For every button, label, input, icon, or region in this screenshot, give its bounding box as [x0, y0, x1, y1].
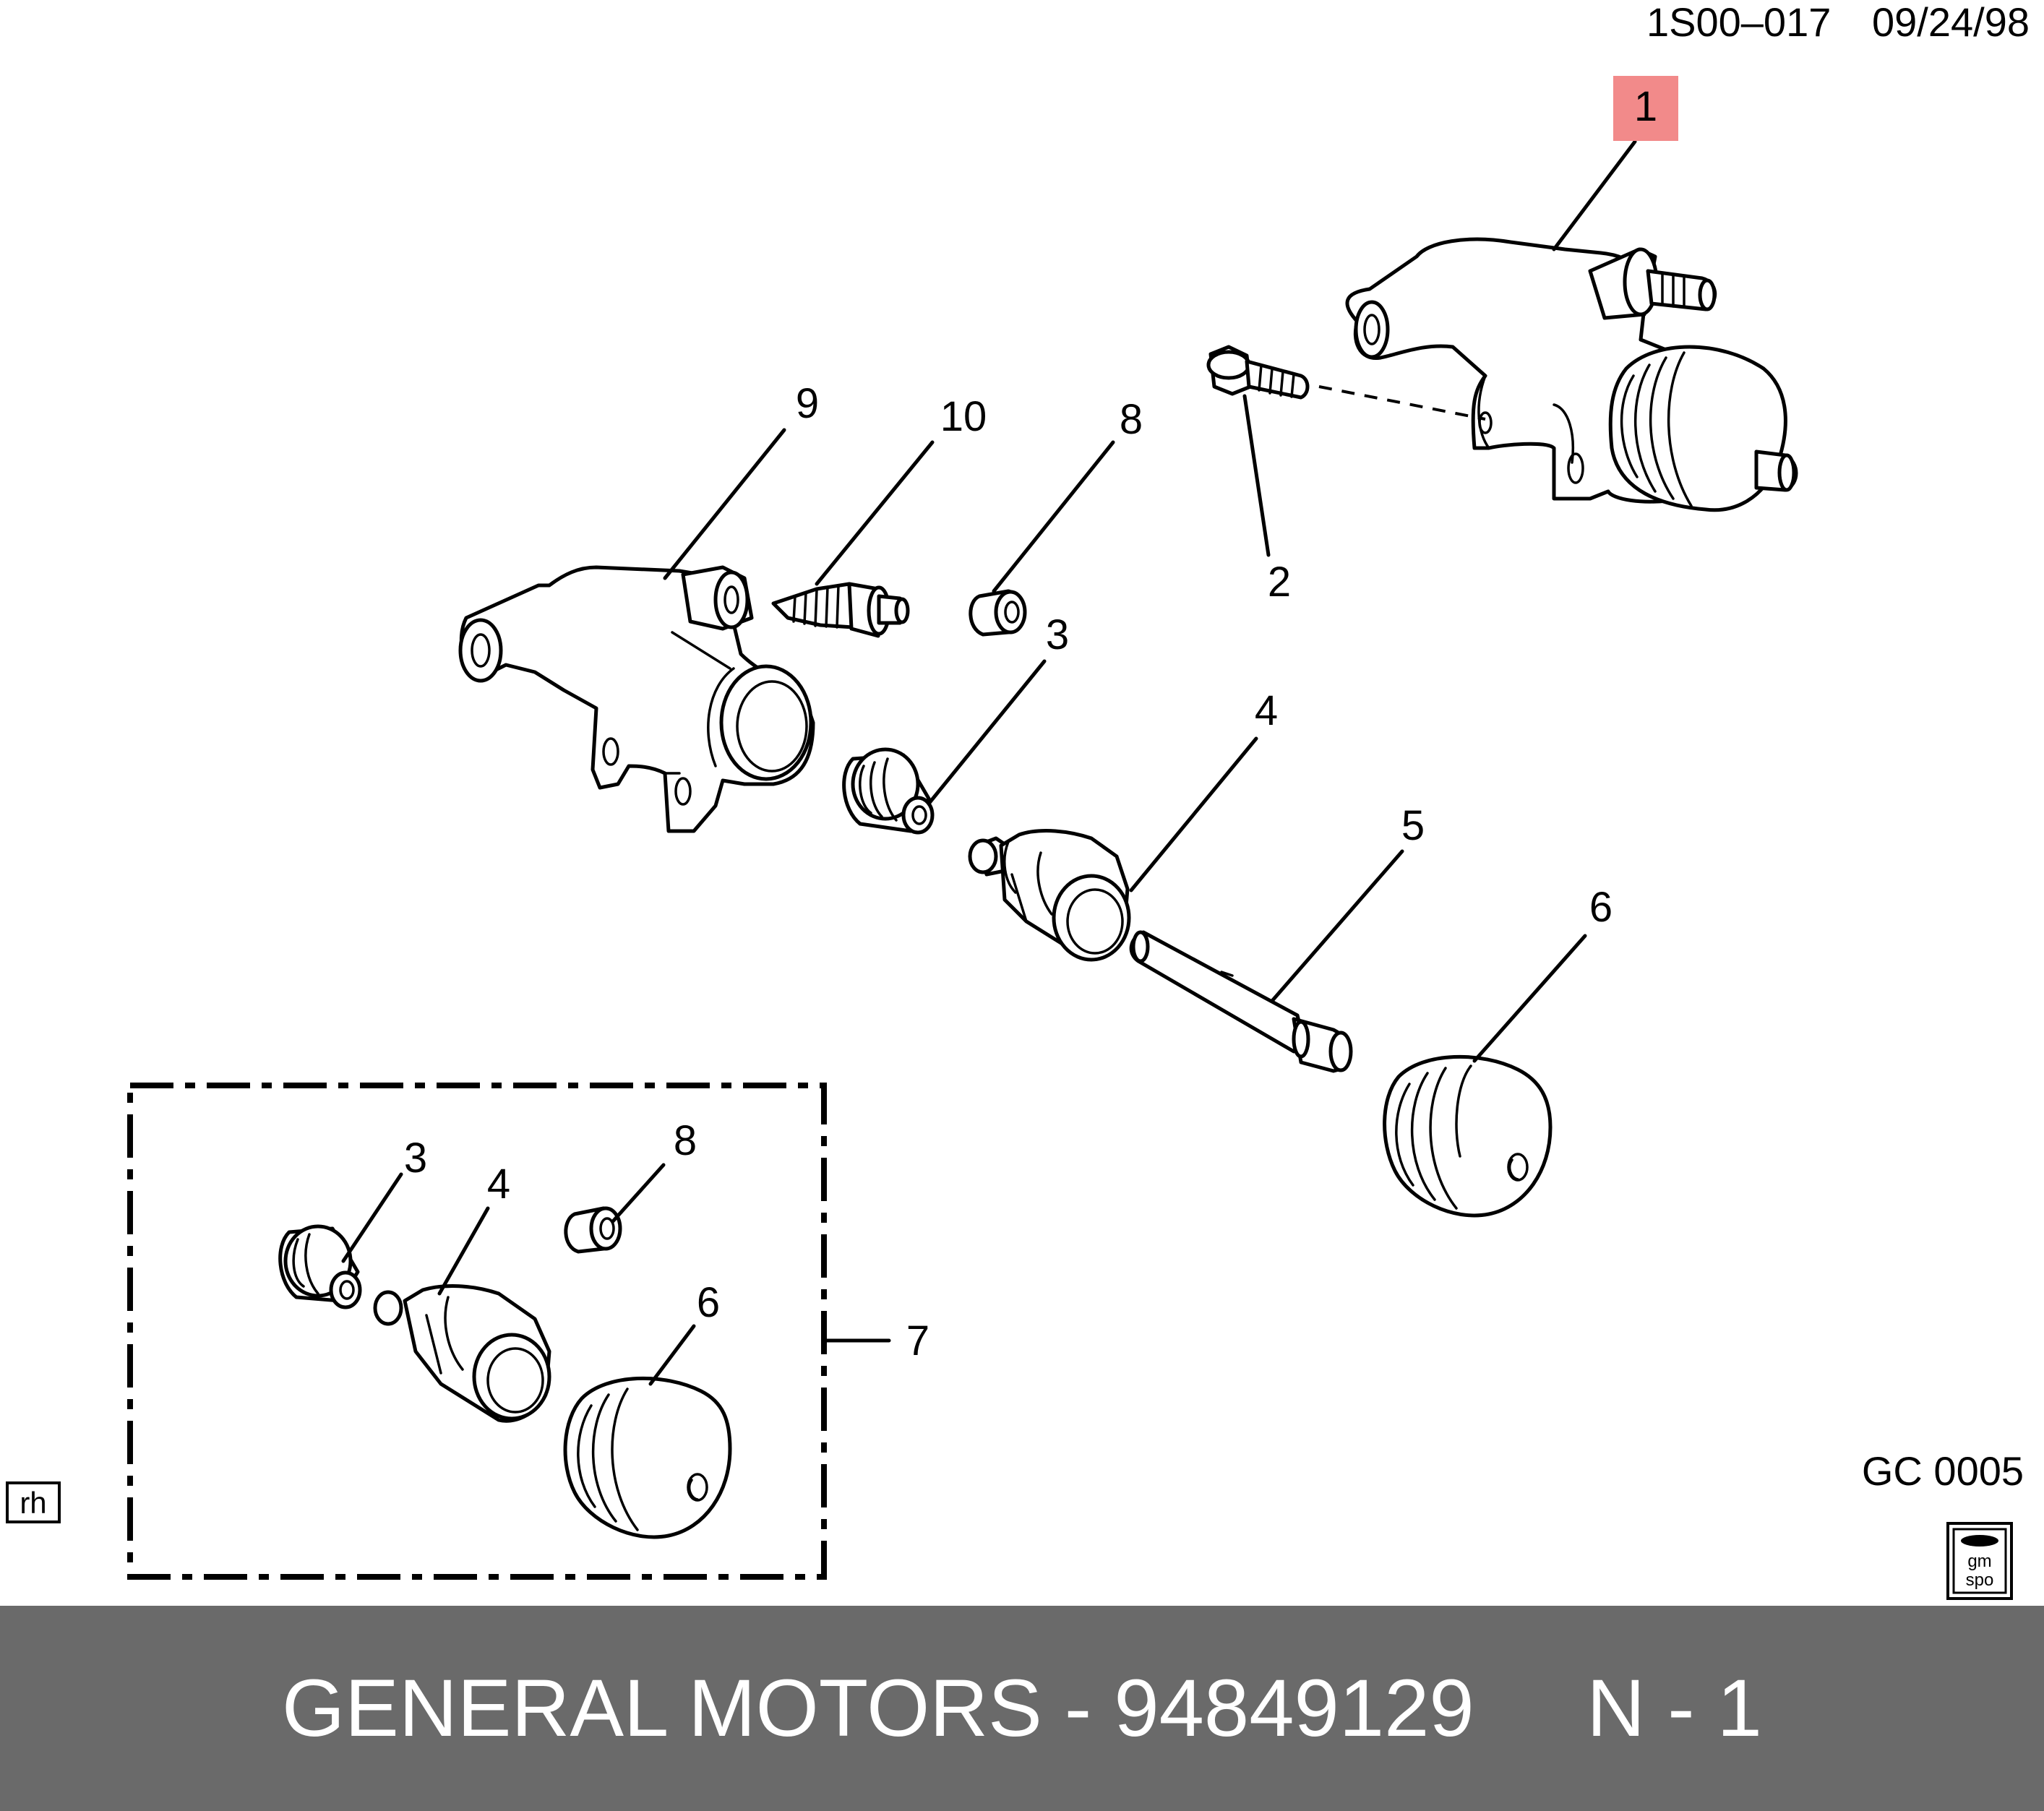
callout-4b: 4: [487, 1161, 510, 1208]
footer-part-number: GENERAL MOTORS - 94849129 N - 1: [282, 1663, 1762, 1753]
bolt-dashed-line: [1318, 385, 1486, 421]
leader-6b: [648, 1324, 696, 1386]
callout-7: 7: [906, 1317, 929, 1364]
part-3-cup-seal: [842, 747, 935, 835]
footer-bar: GENERAL MOTORS - 94849129 N - 1: [0, 1606, 2044, 1811]
leader-2: [1242, 394, 1271, 557]
callout-4a: 4: [1255, 687, 1278, 734]
callout-3a: 3: [1046, 611, 1069, 658]
logo-bottom-text: spo: [1966, 1570, 1994, 1590]
part-1-slave-cylinder-assembly: [1345, 237, 1798, 512]
callout-2: 2: [1268, 559, 1291, 606]
leader-4b: [437, 1206, 490, 1296]
kit-part-6-boot: [563, 1376, 732, 1539]
part-5-push-rod: [1129, 930, 1353, 1073]
exploded-parts-diagram: 1S00–017 09/24/98 1 2: [6, 0, 2030, 1600]
leader-8a: [992, 440, 1115, 593]
part-10-bleeder-screw: [771, 582, 910, 638]
callout-10: 10: [940, 393, 987, 440]
leader-6a: [1472, 934, 1587, 1063]
figure-code: GC 0005: [1862, 1448, 2024, 1494]
callout-8a: 8: [1120, 396, 1143, 443]
part-4-piston: [968, 829, 1131, 962]
callout-6b: 6: [697, 1279, 720, 1326]
callout-1: 1: [1634, 83, 1657, 130]
leader-4a: [1129, 736, 1258, 892]
logo-top-text: gm: [1967, 1552, 1991, 1571]
leader-10: [815, 440, 935, 586]
view-label: rh: [20, 1486, 46, 1520]
kit-part-8-dust-cap: [564, 1206, 622, 1254]
kit-part-3-cup-seal: [278, 1224, 362, 1309]
callout-8b: 8: [674, 1117, 697, 1164]
part-9-cylinder-body: [458, 565, 815, 833]
leader-9: [663, 428, 786, 580]
callout-6a: 6: [1589, 884, 1613, 931]
leader-3a: [927, 659, 1047, 806]
leader-8b: [611, 1163, 666, 1223]
callout-9: 9: [796, 380, 819, 427]
view-label-box: [6, 1481, 61, 1523]
leader-5: [1270, 849, 1404, 1003]
part-6-boot: [1383, 1054, 1553, 1218]
part-8-dust-cap: [969, 589, 1027, 637]
part-2-bolt: [1206, 345, 1310, 400]
diagram-date: 09/24/98: [1872, 0, 2030, 45]
callout-3b: 3: [404, 1135, 427, 1182]
diagram-code: 1S00–017: [1646, 0, 1831, 45]
leader-1: [1552, 139, 1637, 251]
callout-1-highlight: [1613, 76, 1678, 141]
repair-kit-box: [127, 1083, 827, 1580]
leader-3b: [341, 1172, 403, 1263]
kit-part-4-piston: [373, 1284, 551, 1423]
callout-5: 5: [1401, 802, 1425, 849]
gm-spo-logo-icon: gm spo: [1946, 1522, 2013, 1600]
